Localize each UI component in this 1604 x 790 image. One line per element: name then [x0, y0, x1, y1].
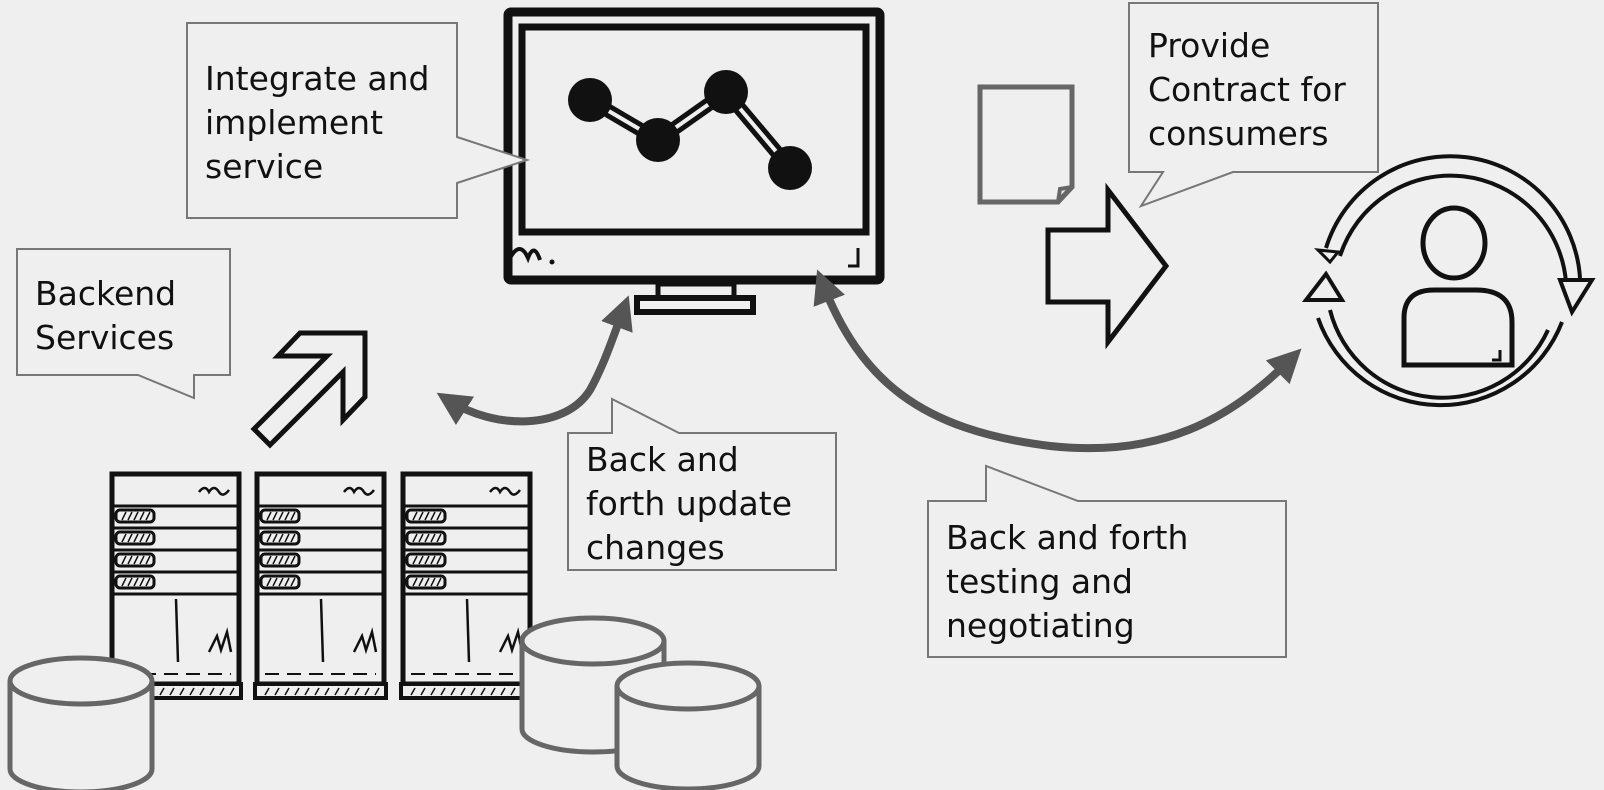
callout-backend-line1: Backend [35, 274, 176, 313]
callout-backend-box [16, 248, 231, 400]
callout-backend-line2: Services [35, 318, 174, 357]
callout-testing-line1: Back and forth [946, 518, 1188, 557]
svg-text:Backend Services: Backend Services [35, 274, 187, 357]
callout-contract-line3: consumers [1148, 114, 1329, 153]
callout-update-box [567, 397, 837, 571]
callout-update-line1: Back and [586, 440, 739, 479]
callout-contract-line2: Contract for [1148, 70, 1346, 109]
callout-testing-line3: negotiating [946, 606, 1135, 645]
database-icon [614, 660, 762, 790]
callout-integrate-line3: service [205, 147, 323, 186]
update-arrow [436, 295, 633, 426]
databases [7, 615, 762, 790]
server-rack-icon [253, 471, 388, 700]
document-icon [977, 84, 1075, 205]
testing-arrow [813, 269, 1302, 453]
callout-contract-line1: Provide [1148, 26, 1270, 65]
svg-text:Back and forth testing and: Back and forth testing and negotiating [946, 518, 1199, 645]
right-arrow-icon [1045, 182, 1170, 350]
server-rack-icon [399, 471, 534, 700]
svg-text:Back and forth update: Back and forth update changes [586, 440, 803, 567]
svg-text:Provide Contract for c: Provide Contract for consumers [1148, 26, 1356, 153]
callout-update-line3: changes [586, 528, 725, 567]
server-racks [108, 471, 534, 700]
callout-update-line2: forth update [586, 484, 792, 523]
callout-integrate-line2: implement [205, 103, 383, 142]
callout-contract-box [1128, 2, 1379, 208]
user-cycle-icon [1301, 154, 1596, 408]
up-arrow-icon [250, 330, 368, 449]
callout-testing-line2: testing and [946, 562, 1133, 601]
svg-text:Integrate and implement: Integrate and implement service [205, 59, 440, 186]
callout-testing-box [927, 464, 1287, 658]
callout-integrate-box [186, 22, 531, 219]
database-icon [7, 655, 155, 790]
callout-integrate-line1: Integrate and [205, 59, 429, 98]
monitor-chart-icon [503, 7, 885, 315]
